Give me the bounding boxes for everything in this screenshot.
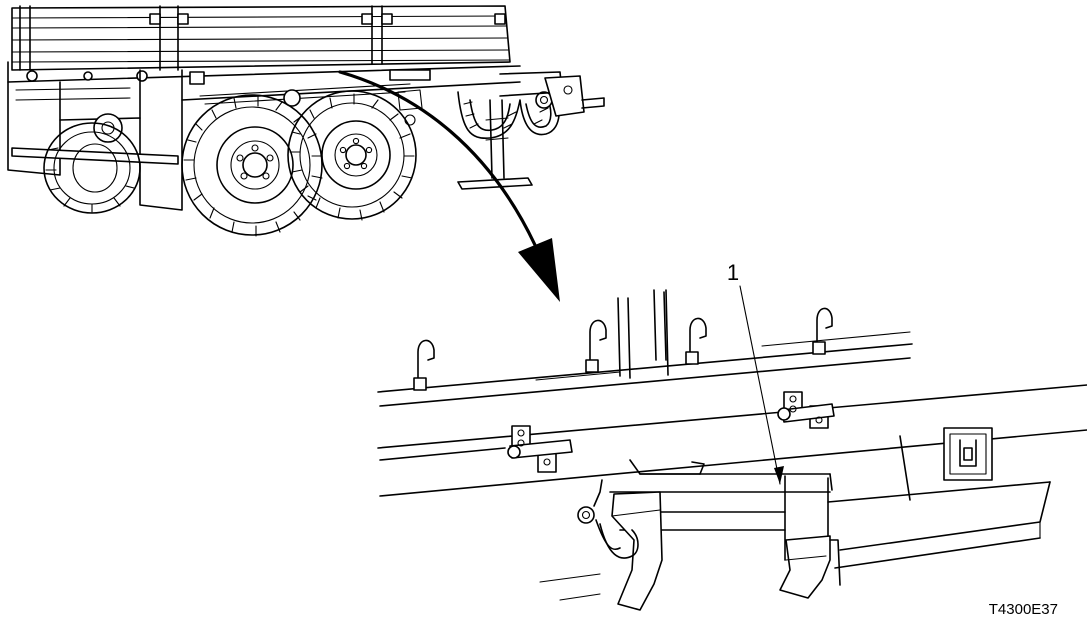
spare-wheel [43,122,141,214]
electrical-connector [539,479,639,601]
coiled-cables [457,91,560,139]
chassis-side-panel [827,435,1051,569]
tie-down-hook [413,339,435,391]
callout-leader [739,285,784,485]
tailgate-hinge [777,391,835,429]
tie-down-hook [685,317,707,365]
road-wheel-rear [287,90,417,221]
detail-pointer-arrow [338,70,560,302]
detail-view [377,285,1087,611]
tie-down-hook [812,307,833,355]
lamp-bracket [943,427,993,481]
tie-down-hook [585,319,607,373]
figure-id: T4300E37 [989,601,1058,618]
tailgate-hinge [507,425,573,473]
body-posts [617,289,669,379]
tow-hitch [499,71,605,117]
rear-bumper [11,113,179,165]
trailer-chassis [7,61,521,211]
landing-leg [457,99,533,190]
road-wheel-front [181,94,323,237]
callout-number: 1 [727,260,739,285]
support-bracket [609,459,841,611]
trailer-overview [7,5,605,237]
cargo-body-sides [11,5,511,71]
